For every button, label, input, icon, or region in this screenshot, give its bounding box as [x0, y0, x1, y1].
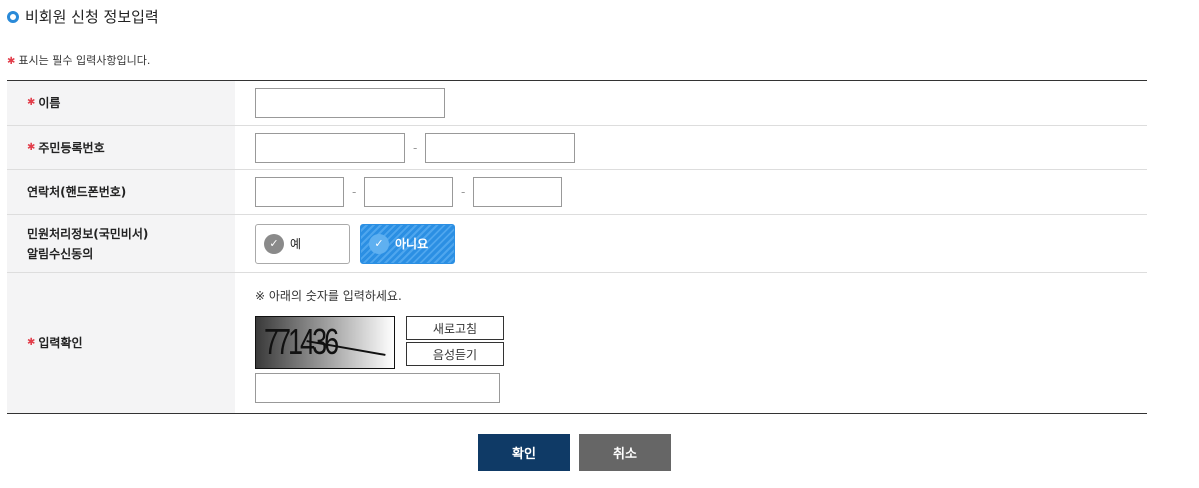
cancel-button[interactable]: 취소: [579, 434, 671, 471]
required-asterisk-icon: ✱: [27, 141, 36, 153]
captcha-audio-button[interactable]: 음성듣기: [406, 342, 504, 366]
row-consent: 민원처리정보(국민비서) 알림수신동의 ✓ 예 ✓ 아니요: [7, 215, 1147, 273]
confirm-button[interactable]: 확인: [478, 434, 570, 471]
row-rrn: ✱주민등록번호 -: [7, 126, 1147, 170]
captcha-refresh-button[interactable]: 새로고침: [406, 316, 504, 340]
label-name: ✱이름: [7, 81, 235, 125]
phone-part3-input[interactable]: [473, 177, 562, 207]
separator: -: [461, 185, 466, 199]
required-asterisk-icon: ✱: [7, 56, 16, 67]
required-note-text: 표시는 필수 입력사항입니다.: [18, 54, 151, 67]
row-name: ✱이름: [7, 81, 1147, 126]
row-phone: 연락처(핸드폰번호) - -: [7, 170, 1147, 215]
page-title-text: 비회원 신청 정보입력: [25, 8, 159, 26]
label-consent: 민원처리정보(국민비서) 알림수신동의: [7, 215, 235, 272]
page-title: 비회원 신청 정보입력: [7, 6, 159, 27]
consent-yes-option[interactable]: ✓ 예: [255, 223, 350, 264]
separator: -: [413, 140, 418, 155]
separator: -: [352, 185, 357, 199]
required-asterisk-icon: ✱: [27, 97, 36, 108]
rrn-back-input[interactable]: [425, 132, 575, 163]
rrn-front-input[interactable]: [255, 132, 405, 163]
check-icon: ✓: [264, 233, 284, 254]
name-input[interactable]: [255, 88, 445, 118]
label-rrn: ✱주민등록번호: [7, 126, 235, 169]
label-captcha: ✱입력확인: [7, 273, 235, 413]
label-phone: 연락처(핸드폰번호): [7, 170, 235, 214]
consent-no-option[interactable]: ✓ 아니요: [360, 223, 455, 264]
application-form: ✱이름 ✱주민등록번호 - 연락처(핸드폰번호) - - 민원처리정보(국민비서…: [7, 80, 1147, 414]
circle-bullet-icon: [7, 10, 19, 23]
check-icon: ✓: [369, 233, 389, 254]
captcha-image: 771436: [255, 316, 395, 369]
required-asterisk-icon: ✱: [27, 337, 36, 348]
required-note: ✱표시는 필수 입력사항입니다.: [7, 52, 150, 68]
form-actions: 확인 취소: [478, 434, 680, 471]
phone-part1-input[interactable]: [255, 177, 344, 207]
row-captcha: ✱입력확인 ※ 아래의 숫자를 입력하세요. 771436 새로고침 음성듣기: [7, 273, 1147, 413]
captcha-input[interactable]: [255, 373, 500, 403]
phone-part2-input[interactable]: [364, 177, 453, 207]
captcha-instruction: ※ 아래의 숫자를 입력하세요.: [255, 289, 402, 303]
